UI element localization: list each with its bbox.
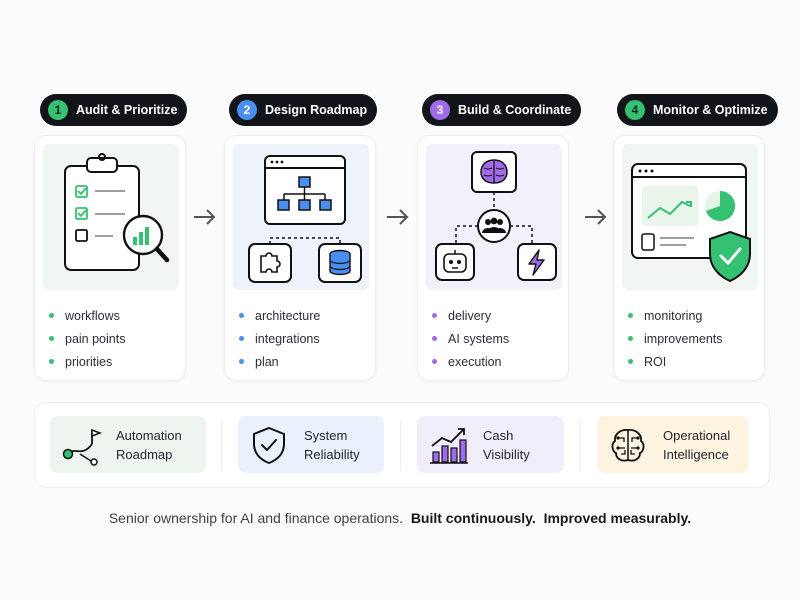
list-item: delivery (432, 304, 509, 327)
step-pill-audit: 1 Audit & Prioritize (40, 94, 188, 126)
dashboard-shield-icon (631, 163, 751, 283)
arrow-right-icon (585, 209, 607, 225)
outcome-label: System Reliability (304, 427, 360, 462)
bullet-list: workflows pain points priorities (49, 304, 125, 373)
clipboard-checklist-icon (64, 153, 170, 271)
outcome-label: Automation Roadmap (116, 427, 182, 462)
step-card-design: architecture integrations plan (224, 135, 376, 381)
rising-bars-icon (430, 427, 468, 464)
brain-circuit-icon (611, 428, 645, 461)
list-item: ROI (628, 350, 723, 373)
route-icon (62, 428, 102, 466)
illustration-pane (233, 144, 369, 290)
outcome-automation-roadmap: Automation Roadmap (50, 416, 206, 473)
illustration-pane (622, 144, 758, 290)
outcome-operational-intelligence: Operational Intelligence (597, 416, 749, 473)
step-number: 4 (625, 100, 645, 120)
bullet-list: delivery AI systems execution (432, 304, 509, 373)
step-card-audit: workflows pain points priorities (34, 135, 186, 381)
list-item: architecture (239, 304, 320, 327)
step-number: 3 (430, 100, 450, 120)
outcome-system-reliability: System Reliability (238, 416, 384, 473)
footer-tagline: Senior ownership for AI and finance oper… (0, 510, 800, 526)
list-item: workflows (49, 304, 125, 327)
architecture-diagram-icon (248, 155, 362, 283)
divider (221, 420, 222, 470)
step-pill-design: 2 Design Roadmap (229, 94, 378, 126)
bullet-list: monitoring improvements ROI (628, 304, 723, 373)
footer-bold-1: Built continuously. (410, 510, 536, 526)
shield-check-icon (253, 426, 285, 464)
step-label: Monitor & Optimize (653, 103, 768, 117)
bullet-list: architecture integrations plan (239, 304, 320, 373)
step-number: 1 (48, 100, 68, 120)
list-item: integrations (239, 327, 320, 350)
outcome-label: Cash Visibility (483, 427, 530, 462)
list-item: pain points (49, 327, 125, 350)
step-pill-build: 3 Build & Coordinate (422, 94, 582, 126)
list-item: improvements (628, 327, 723, 350)
divider (400, 420, 401, 470)
step-label: Design Roadmap (265, 103, 368, 117)
step-label: Build & Coordinate (458, 103, 572, 117)
ai-coordination-icon (435, 151, 557, 281)
list-item: AI systems (432, 327, 509, 350)
list-item: priorities (49, 350, 125, 373)
footer-text: Senior ownership for AI and finance oper… (108, 510, 404, 526)
arrow-right-icon (387, 209, 409, 225)
step-card-build: delivery AI systems execution (417, 135, 569, 381)
arrow-right-icon (194, 209, 216, 225)
footer-bold-2: Improved measurably. (543, 510, 692, 526)
list-item: monitoring (628, 304, 723, 327)
list-item: plan (239, 350, 320, 373)
step-card-monitor: monitoring improvements ROI (613, 135, 765, 381)
illustration-pane (426, 144, 562, 290)
outcome-cash-visibility: Cash Visibility (417, 416, 564, 473)
step-number: 2 (237, 100, 257, 120)
list-item: execution (432, 350, 509, 373)
illustration-pane (43, 144, 179, 290)
divider (580, 420, 581, 470)
step-pill-monitor: 4 Monitor & Optimize (617, 94, 778, 126)
outcome-label: Operational Intelligence (663, 427, 731, 462)
step-label: Audit & Prioritize (76, 103, 178, 117)
